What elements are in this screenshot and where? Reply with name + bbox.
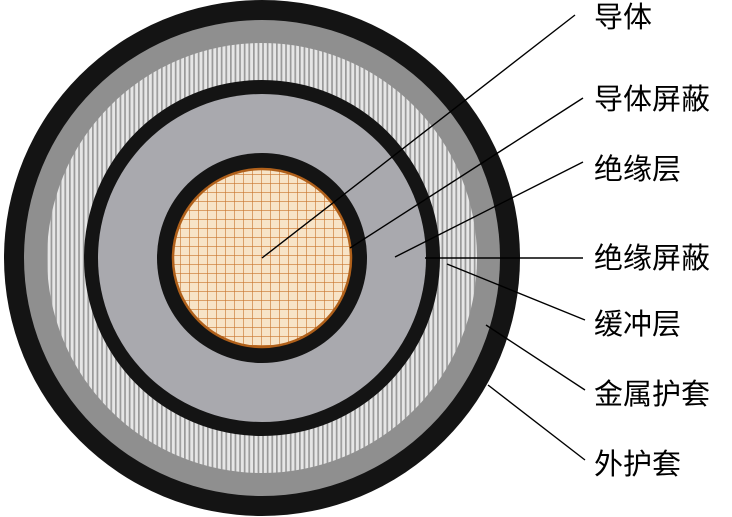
metal-sheath-leader-line: [485, 324, 586, 391]
conductor-screen-label: 导体屏蔽: [594, 82, 710, 116]
buffer-layer-leader-line: [446, 263, 586, 321]
conductor-screen-leader-line: [349, 97, 584, 249]
conductor-leader-line: [261, 14, 576, 259]
outer-sheath-leader-line: [487, 384, 586, 461]
metal-sheath-label: 金属护套: [594, 377, 710, 411]
insulation-label: 绝缘层: [594, 152, 681, 186]
buffer-layer-label: 缓冲层: [594, 307, 681, 341]
conductor-label: 导体: [594, 0, 652, 34]
insulation-leader-line: [394, 161, 584, 258]
outer-sheath-label: 外护套: [594, 447, 681, 481]
insulation-screen-label: 绝缘屏蔽: [594, 241, 710, 275]
